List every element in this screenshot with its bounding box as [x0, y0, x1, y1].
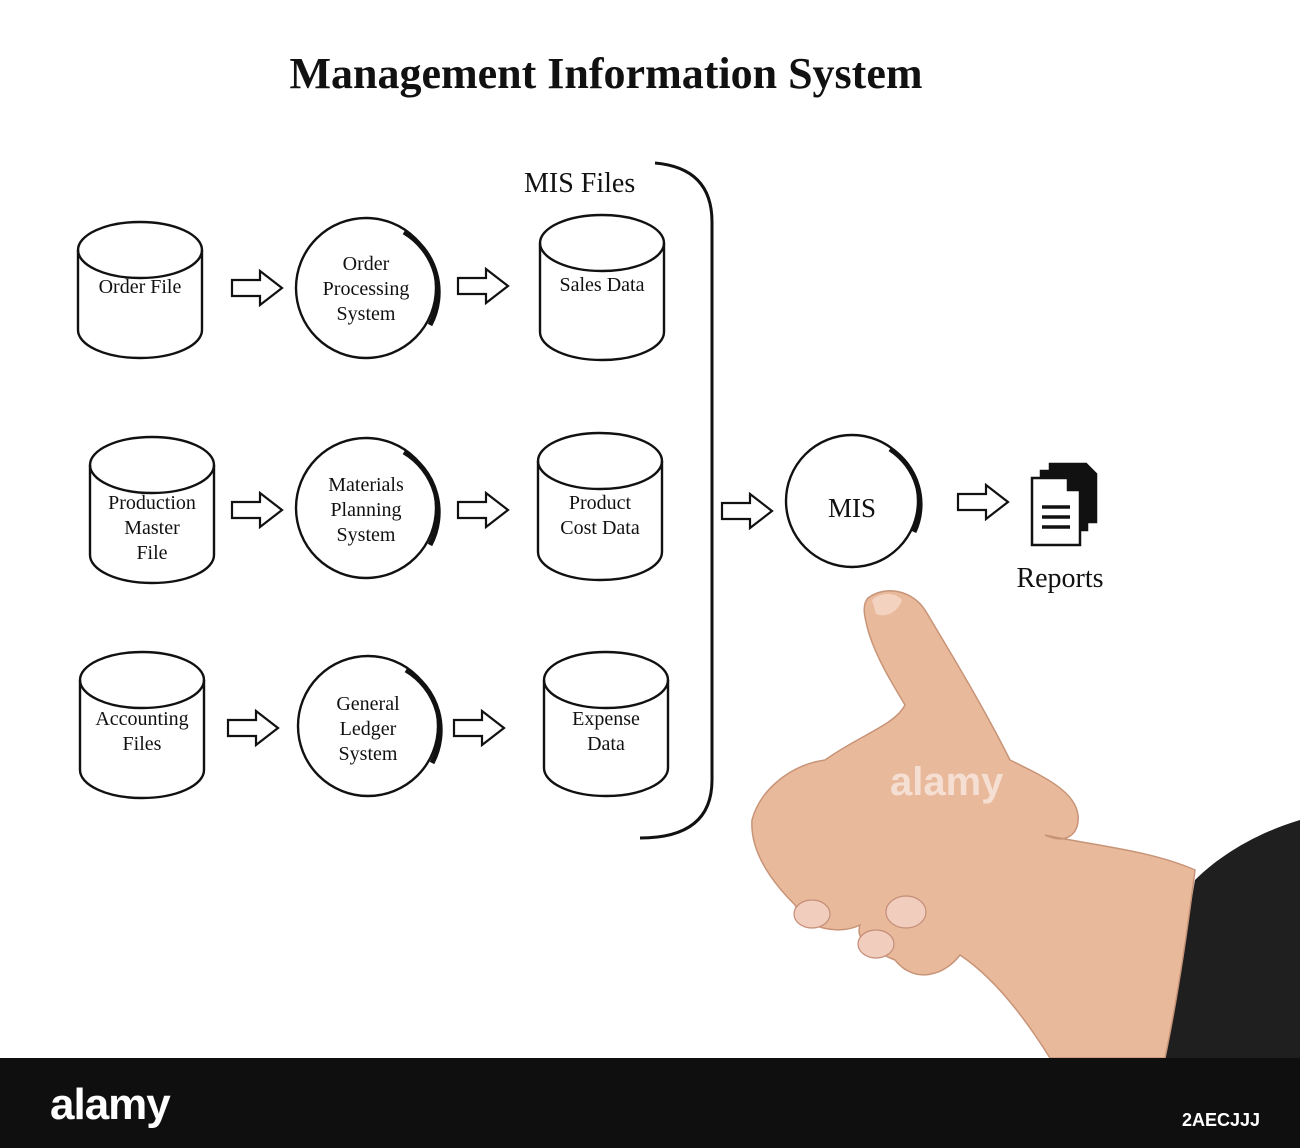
- cylinder-order-file: [76, 220, 204, 360]
- footer-logo: alamy: [50, 1080, 171, 1129]
- label-sales-data: Sales Data: [559, 273, 645, 296]
- arrow-planning-to-cost-data: [456, 490, 510, 530]
- arrow-order-file-to-processing: [230, 268, 284, 308]
- mis-files-label: MIS Files: [524, 168, 636, 199]
- documents-icon: [1030, 462, 1098, 547]
- page-title: Management Information System: [289, 49, 923, 98]
- pointing-hand-image: [751, 590, 1300, 1059]
- cylinder-production-master-file: [88, 435, 216, 585]
- circle-materials-planning-system: [294, 436, 441, 580]
- footer-bar: alamy 2AECJJJ: [0, 1058, 1300, 1148]
- label-mis: MIS: [827, 492, 876, 523]
- footer-image-id: 2AECJJJ: [1181, 1110, 1260, 1130]
- label-materials-planning-system: Materials Planning System: [328, 473, 404, 546]
- label-product-cost-data: Product Cost Data: [560, 492, 640, 539]
- arrow-processing-to-sales-data: [456, 266, 510, 306]
- label-production-master-file: Production Master File: [108, 491, 196, 564]
- circle-order-processing-system: [294, 216, 441, 360]
- circle-general-ledger-system: [296, 654, 443, 798]
- cylinder-accounting-files: [78, 650, 206, 800]
- cylinder-sales-data: [538, 213, 666, 362]
- arrow-files-to-mis: [720, 491, 774, 531]
- arrow-production-to-planning: [230, 490, 284, 530]
- arrow-ledger-to-expense-data: [452, 708, 506, 748]
- label-accounting-files: Accounting Files: [95, 708, 189, 755]
- label-order-file: Order File: [98, 275, 182, 298]
- label-reports: Reports: [1016, 562, 1104, 594]
- label-general-ledger-system: General Ledger System: [336, 692, 400, 765]
- cylinder-product-cost-data: [536, 431, 664, 582]
- arrow-accounting-to-ledger: [226, 708, 280, 748]
- cylinder-expense-data: [542, 650, 670, 798]
- circle-mis: [784, 433, 923, 569]
- mis-files-bracket: [639, 161, 714, 840]
- label-expense-data: Expense Data: [572, 708, 640, 755]
- arrow-mis-to-reports: [956, 482, 1010, 522]
- watermark-text: alamy: [890, 760, 1004, 804]
- label-order-processing-system: Order Processing System: [322, 252, 410, 325]
